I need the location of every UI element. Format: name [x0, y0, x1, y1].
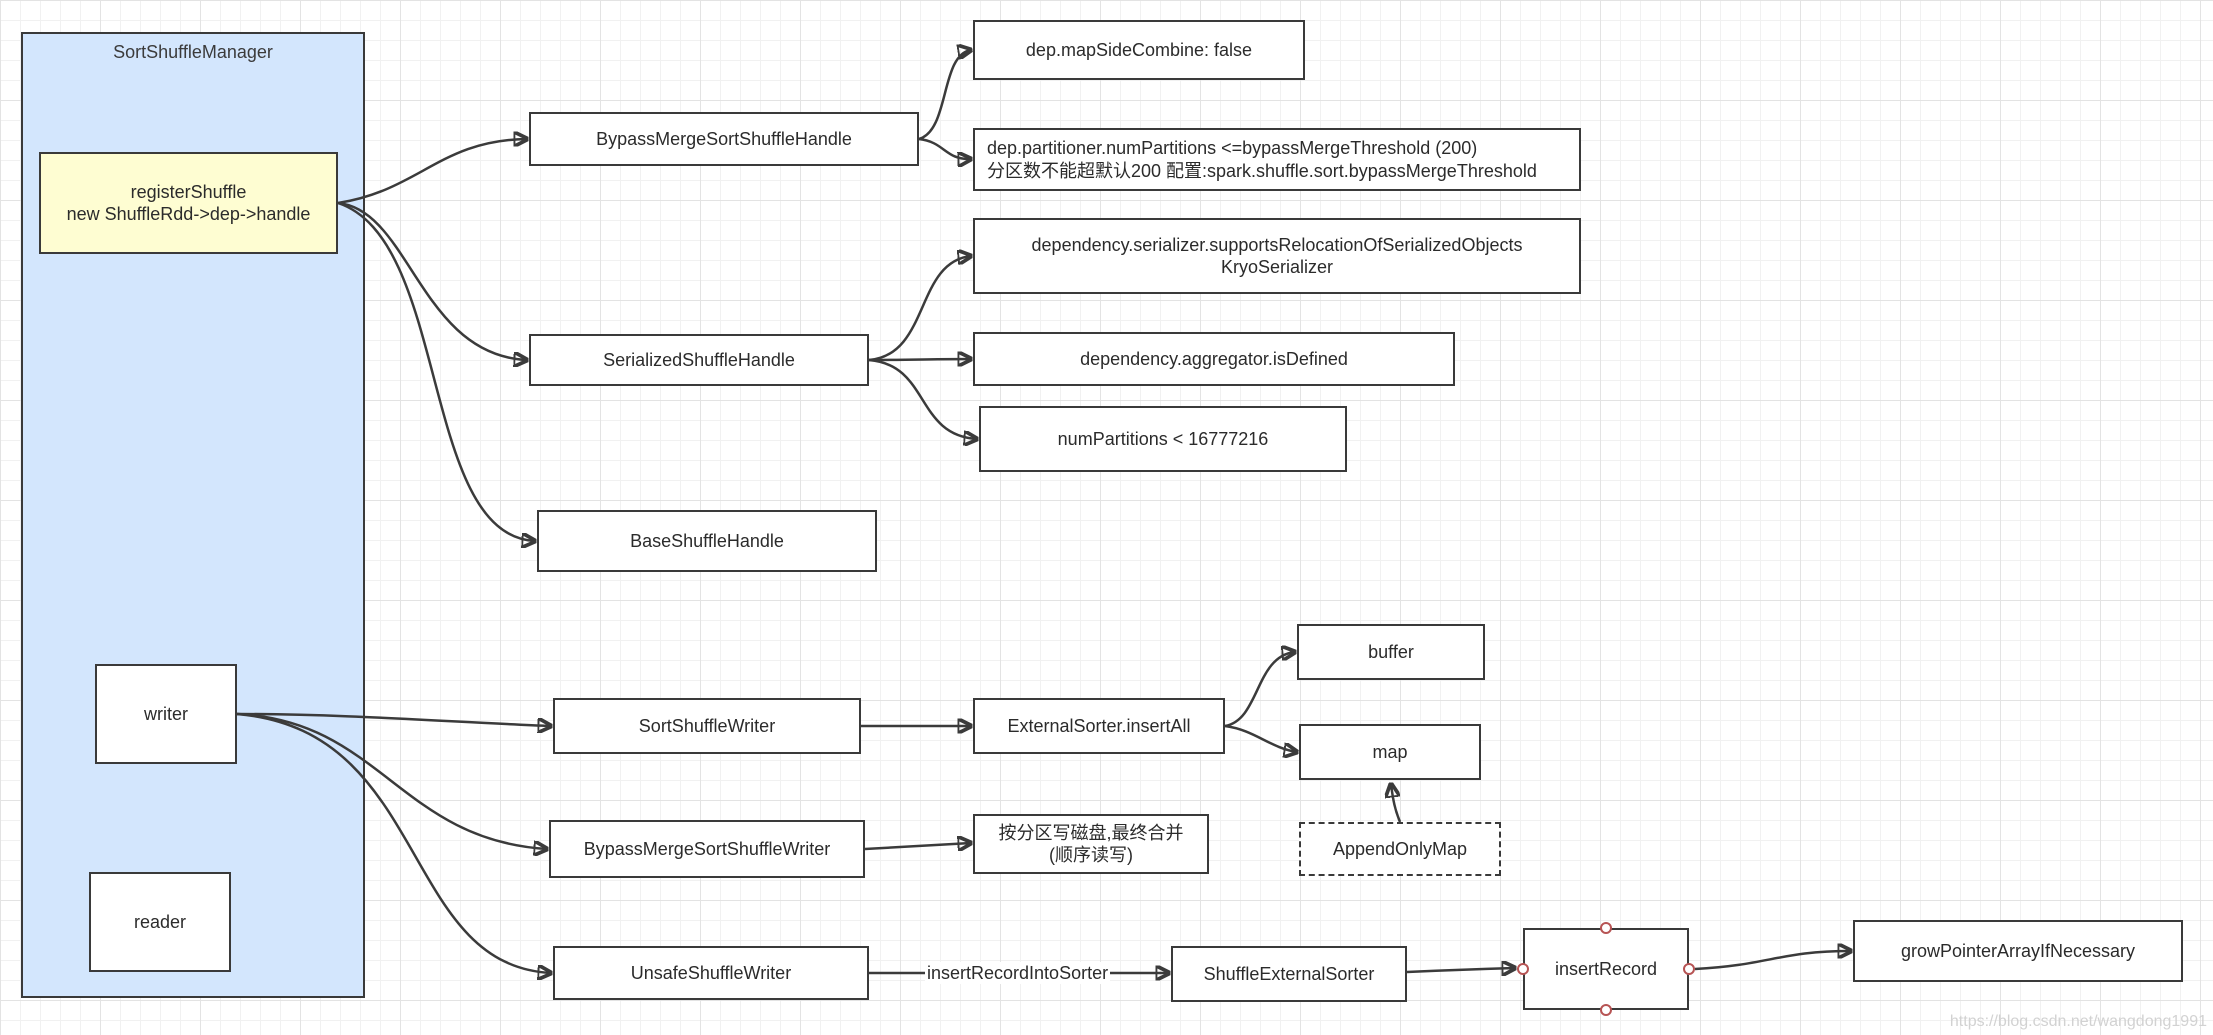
edge-writer-to-bypass-writer	[236, 712, 547, 849]
map-node[interactable]: map	[1299, 724, 1481, 780]
insert-record-into-sorter-label: insertRecordIntoSorter	[925, 962, 1111, 984]
edge-append-only-map-to-map	[1391, 784, 1402, 823]
edge-insert-all-to-map	[1224, 724, 1297, 752]
append-only-map-node[interactable]: AppendOnlyMap	[1299, 822, 1501, 876]
insert-record-port-top[interactable]	[1600, 922, 1612, 934]
edge-serialized-handle-to-aggregator	[868, 359, 971, 360]
edge-bypass-handle-to-map-side-combine	[918, 50, 971, 141]
edge-serialized-handle-to-serializer	[868, 256, 971, 362]
num-partitions-max-node[interactable]: numPartitions < 16777216	[979, 406, 1347, 472]
insert-record-port-bottom[interactable]	[1600, 1004, 1612, 1016]
shuffle-external-sorter-node[interactable]: ShuffleExternalSorter	[1171, 946, 1407, 1002]
edge-insert-record-to-grow-pointer	[1694, 951, 1851, 971]
watermark: https://blog.csdn.net/wangdong1991	[1949, 1013, 2207, 1030]
insert-record-port-right[interactable]	[1683, 963, 1695, 975]
grow-pointer-array-node[interactable]: growPointerArrayIfNecessary	[1853, 920, 2183, 982]
aggregator-defined-node[interactable]: dependency.aggregator.isDefined	[973, 332, 1455, 386]
edge-external-sorter-to-insert-record	[1406, 968, 1515, 972]
sort-shuffle-writer-node[interactable]: SortShuffleWriter	[553, 698, 861, 754]
edge-serialized-handle-to-num-partitions	[868, 358, 977, 439]
writer-node[interactable]: writer	[95, 664, 237, 764]
register-shuffle-node[interactable]: registerShuffle new ShuffleRdd->dep->han…	[39, 152, 338, 254]
map-side-combine-node[interactable]: dep.mapSideCombine: false	[973, 20, 1305, 80]
edge-register-to-serialized-handle	[337, 201, 527, 360]
insert-record-port-left[interactable]	[1517, 963, 1529, 975]
edge-writer-to-sort-writer	[236, 712, 551, 726]
edge-register-to-base-handle	[337, 201, 535, 541]
bypass-merge-sort-shuffle-handle-node[interactable]: BypassMergeSortShuffleHandle	[529, 112, 919, 166]
base-shuffle-handle-node[interactable]: BaseShuffleHandle	[537, 510, 877, 572]
edge-writer-to-unsafe-writer	[236, 712, 551, 973]
external-sorter-insert-all-node[interactable]: ExternalSorter.insertAll	[973, 698, 1225, 754]
edge-register-to-bypass-handle	[337, 139, 527, 205]
edge-insert-all-to-buffer	[1224, 652, 1295, 728]
bypass-note-node[interactable]: 按分区写磁盘,最终合并 (顺序读写)	[973, 814, 1209, 874]
serialized-shuffle-handle-node[interactable]: SerializedShuffleHandle	[529, 334, 869, 386]
edge-bypass-handle-to-threshold	[918, 137, 971, 159]
num-partitions-threshold-node[interactable]: dep.partitioner.numPartitions <=bypassMe…	[973, 128, 1581, 191]
edge-bypass-writer-to-note	[864, 843, 971, 849]
bypass-merge-sort-shuffle-writer-node[interactable]: BypassMergeSortShuffleWriter	[549, 820, 865, 878]
serializer-relocation-node[interactable]: dependency.serializer.supportsRelocation…	[973, 218, 1581, 294]
buffer-node[interactable]: buffer	[1297, 624, 1485, 680]
unsafe-shuffle-writer-node[interactable]: UnsafeShuffleWriter	[553, 946, 869, 1000]
reader-node[interactable]: reader	[89, 872, 231, 972]
container-title: SortShuffleManager	[113, 42, 273, 62]
